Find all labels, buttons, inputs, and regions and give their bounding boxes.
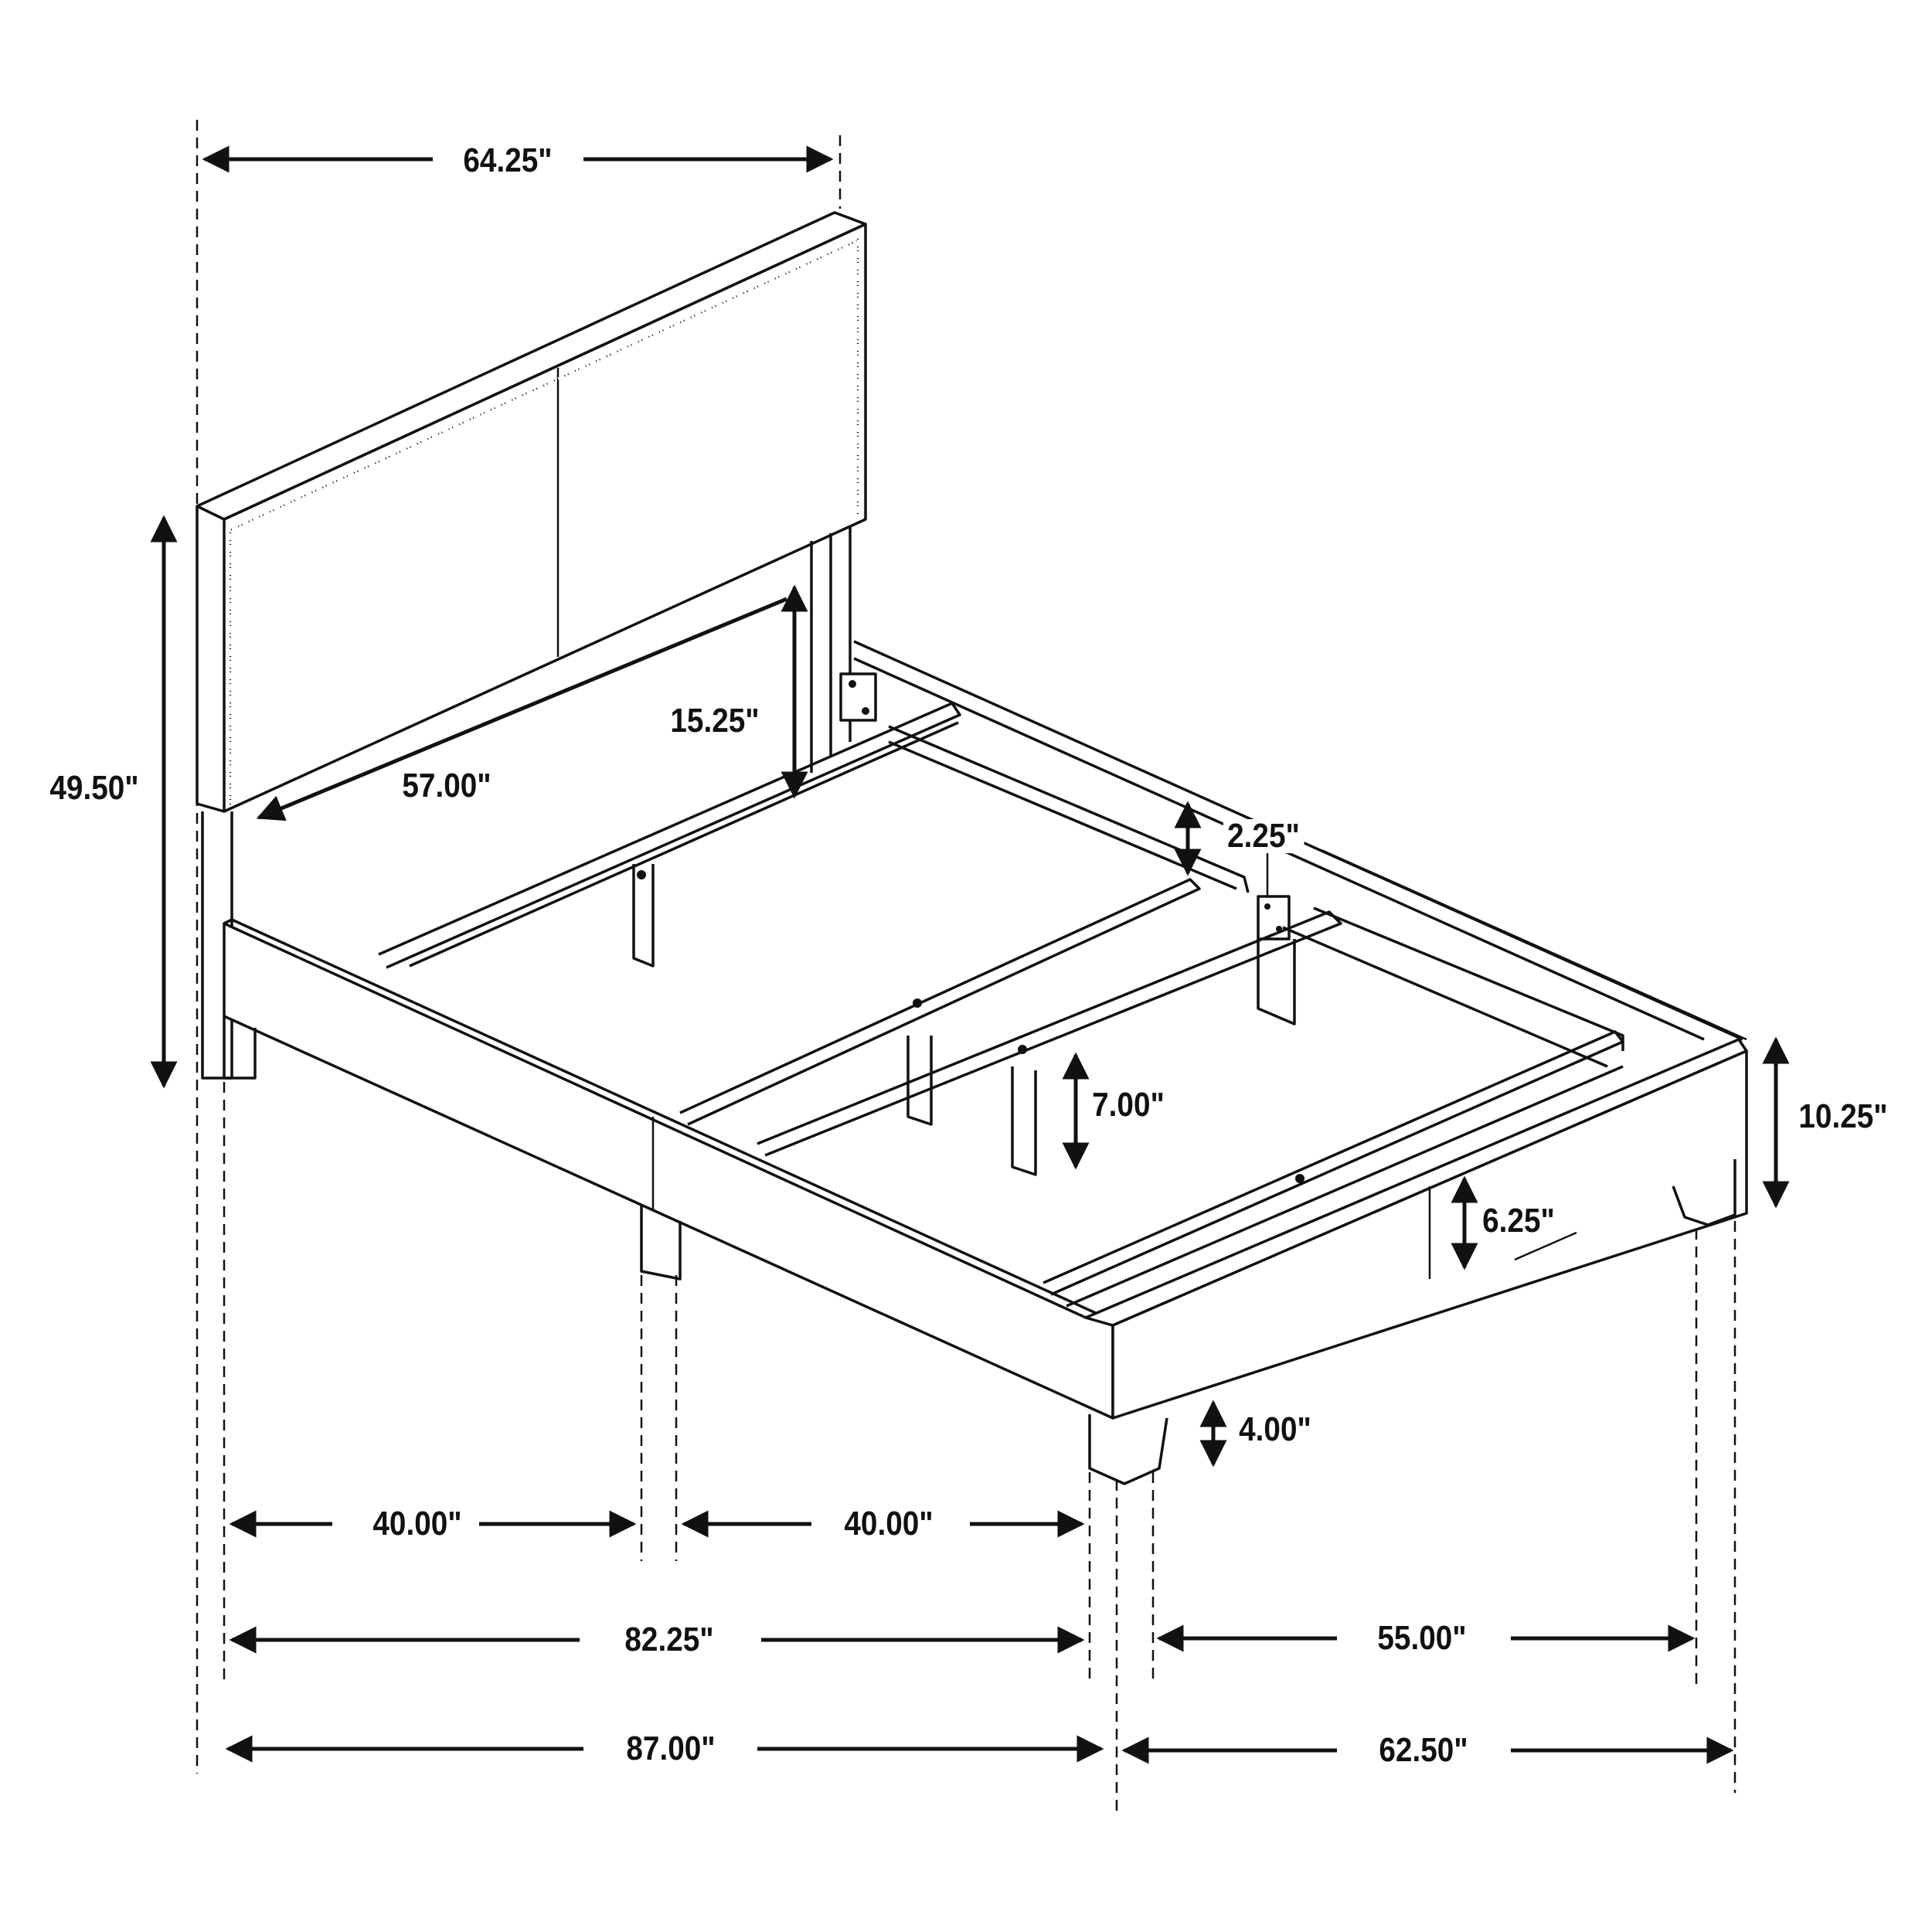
- label-inner-width: 55.00": [1373, 1621, 1471, 1655]
- label-rail-panel-height: 6.25": [1478, 1204, 1560, 1238]
- center-rail-leg: [1257, 939, 1296, 1026]
- leg-front-right: [1672, 1159, 1736, 1226]
- label-headboard-inner-width: 57.00": [398, 769, 495, 803]
- footboard-rail: [1084, 1038, 1748, 1485]
- label-inner-length: 82.25": [621, 1623, 718, 1657]
- label-leg-span-2: 40.00": [840, 1507, 937, 1541]
- leg-front-corner: [1088, 1414, 1168, 1485]
- headboard-right-post: [810, 526, 852, 773]
- width-guide-line: [1321, 849, 1747, 1041]
- headboard-front-face: [223, 223, 867, 813]
- center-support-leg-1: [632, 864, 655, 968]
- label-leg-height: 4.00": [1234, 1413, 1316, 1447]
- label-rail-height: 10.25": [1794, 1100, 1892, 1134]
- nailhead-trim: [229, 238, 859, 805]
- leg-middle-left: [640, 1206, 682, 1281]
- near-side-rail: [223, 918, 1114, 1420]
- label-leg-span-1: 40.00": [369, 1507, 466, 1541]
- label-headboard-clearance: 15.25": [666, 704, 764, 738]
- hinge-bracket-center: [1257, 895, 1291, 940]
- dimension-arrows: [150, 145, 1790, 1764]
- label-overall-width: 62.50": [1375, 1733, 1472, 1767]
- center-support-leg-3: [1011, 1066, 1037, 1176]
- center-support-leg-2: [906, 1036, 933, 1126]
- headboard: [196, 211, 867, 1080]
- label-center-leg-height: 7.00": [1087, 1088, 1169, 1122]
- leg-headboard-left: [223, 1016, 257, 1080]
- label-headboard-width: 64.25": [459, 144, 556, 178]
- hinge-bracket-headboard: [839, 672, 877, 722]
- label-overall-length: 87.00": [622, 1732, 719, 1766]
- headboard-top-edge: [196, 211, 867, 521]
- label-headboard-height: 49.50": [46, 771, 143, 805]
- label-slat-height: 2.25": [1223, 819, 1304, 853]
- extension-lines: [196, 120, 1747, 1812]
